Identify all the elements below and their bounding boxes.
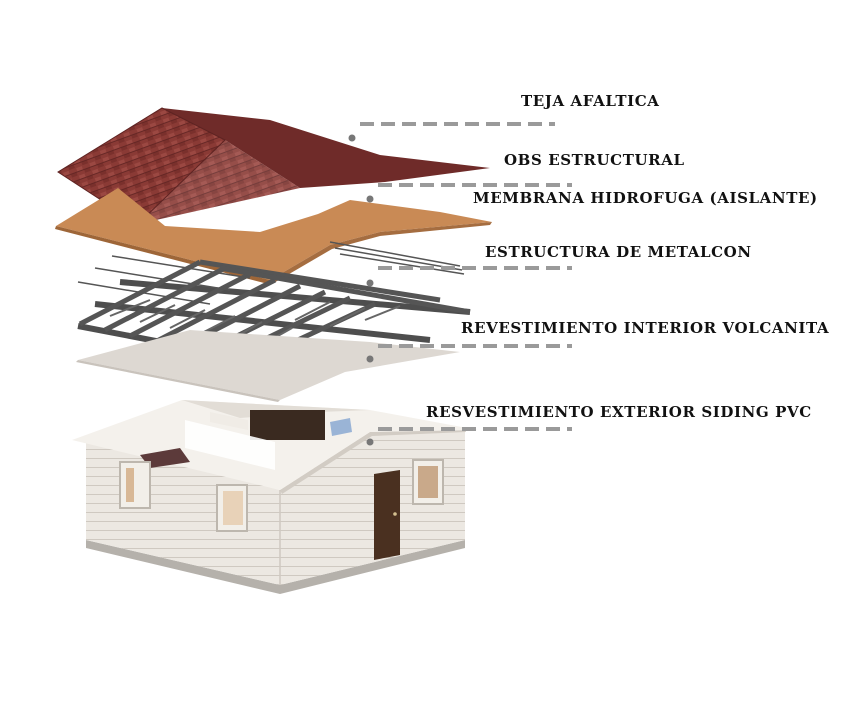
leader-lines (360, 122, 572, 431)
label-estructura-metalcon: ESTRUCTURA DE METALCON (485, 243, 752, 261)
volcanita-layer (76, 330, 460, 402)
leader-dots (348, 134, 374, 446)
label-teja-afaltica: TEJA AFALTICA (521, 92, 660, 110)
house-body-layer (72, 400, 478, 594)
label-revestimiento-exterior: RESVESTIMIENTO EXTERIOR SIDING PVC (426, 403, 812, 421)
obs-estructural-layer (55, 188, 492, 284)
label-membrana-hidrofuga: MEMBRANA HIDROFUGA (AISLANTE) (473, 189, 818, 207)
label-revestimiento-interior: REVESTIMIENTO INTERIOR VOLCANITA (461, 319, 830, 337)
label-obs-estructural: OBS ESTRUCTURAL (504, 151, 685, 169)
